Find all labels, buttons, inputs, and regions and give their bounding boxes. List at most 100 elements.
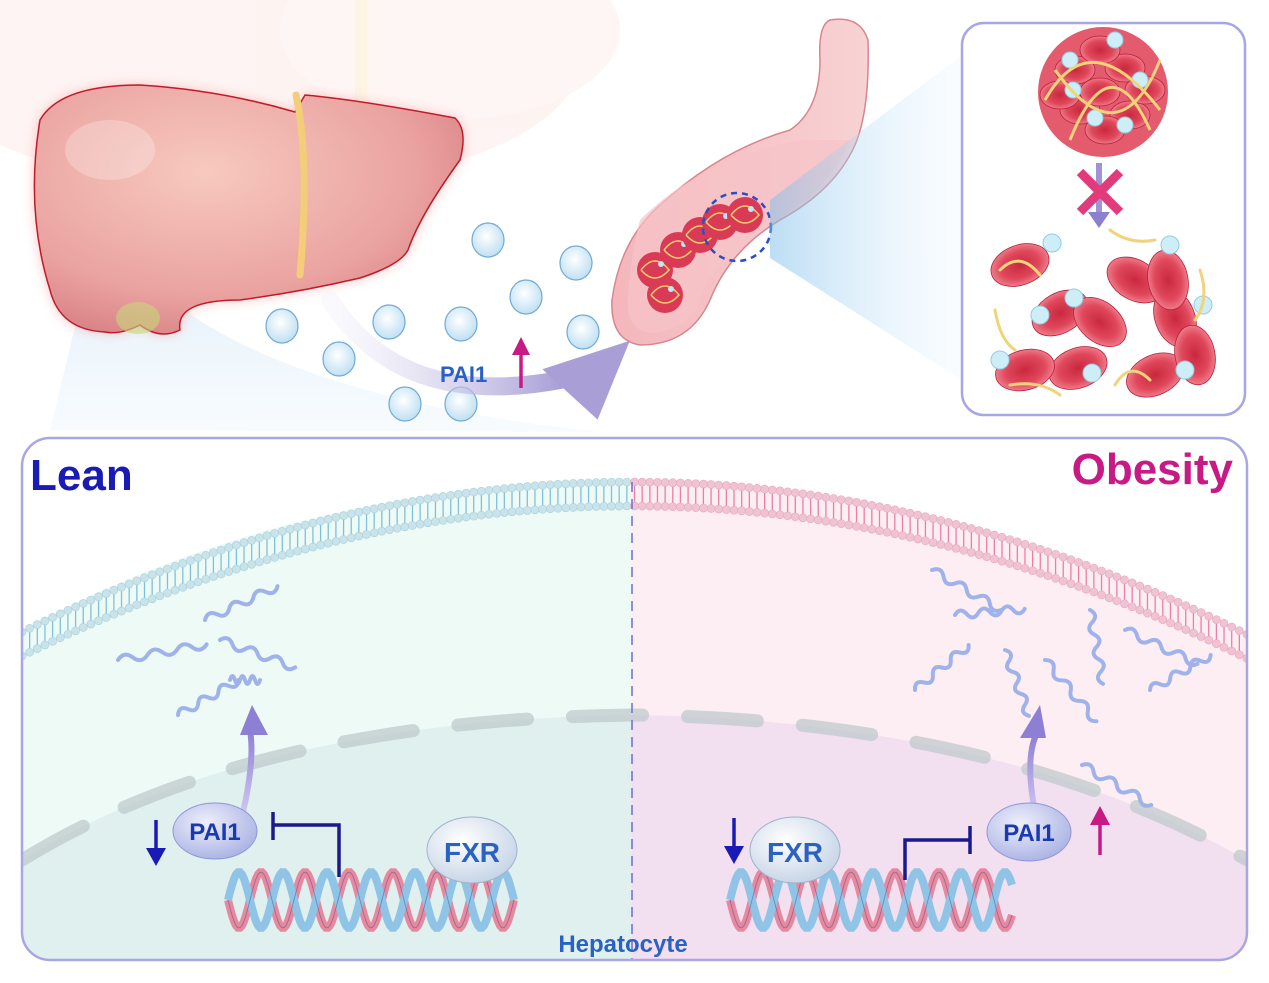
lipid-head bbox=[1074, 582, 1083, 591]
lipid-head bbox=[944, 542, 953, 551]
lipid-head bbox=[224, 543, 234, 552]
lipid-head bbox=[967, 524, 976, 533]
platelet bbox=[748, 206, 754, 212]
lipid-head bbox=[308, 542, 318, 552]
lipid-head bbox=[591, 478, 601, 487]
lipid-head bbox=[1120, 599, 1129, 609]
lipid-head bbox=[1066, 555, 1076, 564]
lipid-head bbox=[209, 572, 218, 581]
lipid-head bbox=[928, 514, 938, 523]
lipid-head bbox=[829, 494, 838, 503]
lipid-head bbox=[706, 480, 716, 489]
lipid-head bbox=[722, 505, 731, 514]
lipid-head bbox=[109, 609, 119, 619]
lipid-head bbox=[653, 501, 662, 511]
lipid-head bbox=[1227, 646, 1236, 656]
liver-zoom-beam bbox=[50, 190, 600, 432]
lipid-head bbox=[852, 498, 861, 507]
lipid-head bbox=[637, 477, 647, 487]
lipid-head bbox=[813, 515, 823, 525]
pai1-bubble bbox=[388, 386, 422, 422]
lipid-head bbox=[882, 503, 892, 513]
mrna-strand bbox=[1087, 608, 1106, 686]
lipid-head bbox=[1150, 612, 1160, 621]
lipid-head bbox=[86, 619, 96, 629]
lipid-head bbox=[469, 487, 479, 497]
lipid-head bbox=[224, 567, 234, 576]
lipid-head bbox=[461, 512, 471, 522]
lipid-head bbox=[645, 501, 655, 511]
lipid-head bbox=[530, 481, 540, 491]
lipid-head bbox=[1212, 615, 1221, 624]
inset-panel bbox=[960, 21, 1247, 417]
lipid-head bbox=[1013, 561, 1022, 571]
lipid-head bbox=[553, 479, 563, 489]
lipid-head bbox=[1158, 591, 1168, 600]
pai1-mrna bbox=[116, 567, 1213, 808]
lipid-head bbox=[446, 490, 456, 500]
dna-helix-obesity bbox=[726, 868, 1016, 932]
red-blood-cell bbox=[995, 348, 1055, 392]
lipid-head bbox=[959, 522, 969, 531]
platelet bbox=[1064, 288, 1084, 308]
lipid-head bbox=[637, 501, 647, 511]
thrombus-core bbox=[727, 197, 763, 233]
dna-outline bbox=[227, 871, 515, 929]
lipid-head bbox=[170, 585, 180, 595]
lipid-head bbox=[1143, 584, 1152, 594]
pai1-bubble bbox=[559, 245, 593, 281]
lipid-head bbox=[1097, 590, 1106, 600]
lipid-head bbox=[278, 526, 287, 536]
lipid-head bbox=[714, 480, 724, 490]
platelet bbox=[1061, 51, 1079, 69]
lipid-head bbox=[997, 532, 1007, 542]
lipid-head bbox=[132, 600, 142, 610]
lipid-head bbox=[660, 478, 670, 487]
lipid-head bbox=[1135, 605, 1145, 615]
lipid-head bbox=[354, 531, 364, 541]
platelet bbox=[990, 350, 1010, 370]
lipid-head bbox=[836, 495, 846, 504]
lipid-head bbox=[140, 573, 149, 583]
lipid-head bbox=[331, 513, 341, 522]
lipid-head bbox=[614, 477, 624, 487]
obesity-fxr-label: FXR bbox=[767, 837, 823, 868]
lipid-head bbox=[354, 507, 364, 517]
dispersed-cells bbox=[990, 228, 1216, 398]
thrombus bbox=[647, 277, 683, 313]
lipid-head bbox=[936, 516, 946, 525]
lipid-head bbox=[308, 518, 318, 528]
lipid-head bbox=[285, 548, 295, 558]
lipid-head bbox=[1196, 632, 1206, 641]
lipid-head bbox=[1104, 569, 1114, 579]
pai1-up-arrow-icon bbox=[512, 337, 530, 388]
lipid-head bbox=[55, 609, 65, 619]
lipid-head bbox=[170, 561, 180, 571]
lipid-head bbox=[936, 540, 946, 549]
lipid-head bbox=[477, 486, 486, 496]
blocked-x-icon bbox=[1076, 168, 1124, 216]
lipid-head bbox=[1058, 576, 1068, 586]
lipid-head bbox=[193, 553, 203, 563]
lipid-head bbox=[362, 530, 371, 539]
lean-pai1-label: PAI1 bbox=[189, 819, 241, 846]
lipid-head bbox=[163, 588, 172, 598]
lipid-head bbox=[101, 589, 111, 598]
lipid-head bbox=[1035, 544, 1045, 554]
lipid-head bbox=[1181, 601, 1191, 610]
lipid-head bbox=[553, 503, 563, 513]
fibrin-strand bbox=[1193, 268, 1206, 322]
lipid-head bbox=[247, 536, 256, 545]
liver-illustration bbox=[33, 84, 464, 335]
lipid-head bbox=[622, 501, 632, 511]
lipid-head bbox=[867, 500, 877, 510]
lipid-head bbox=[339, 511, 348, 520]
lipid-head bbox=[1212, 639, 1221, 648]
lipid-head bbox=[1013, 537, 1022, 547]
fibrin-strand bbox=[1108, 228, 1157, 243]
platelet bbox=[1116, 116, 1134, 134]
lipid-head bbox=[377, 502, 387, 512]
pai1-bubble bbox=[566, 314, 600, 350]
lipid-head bbox=[339, 535, 348, 544]
lipid-head bbox=[951, 520, 961, 529]
